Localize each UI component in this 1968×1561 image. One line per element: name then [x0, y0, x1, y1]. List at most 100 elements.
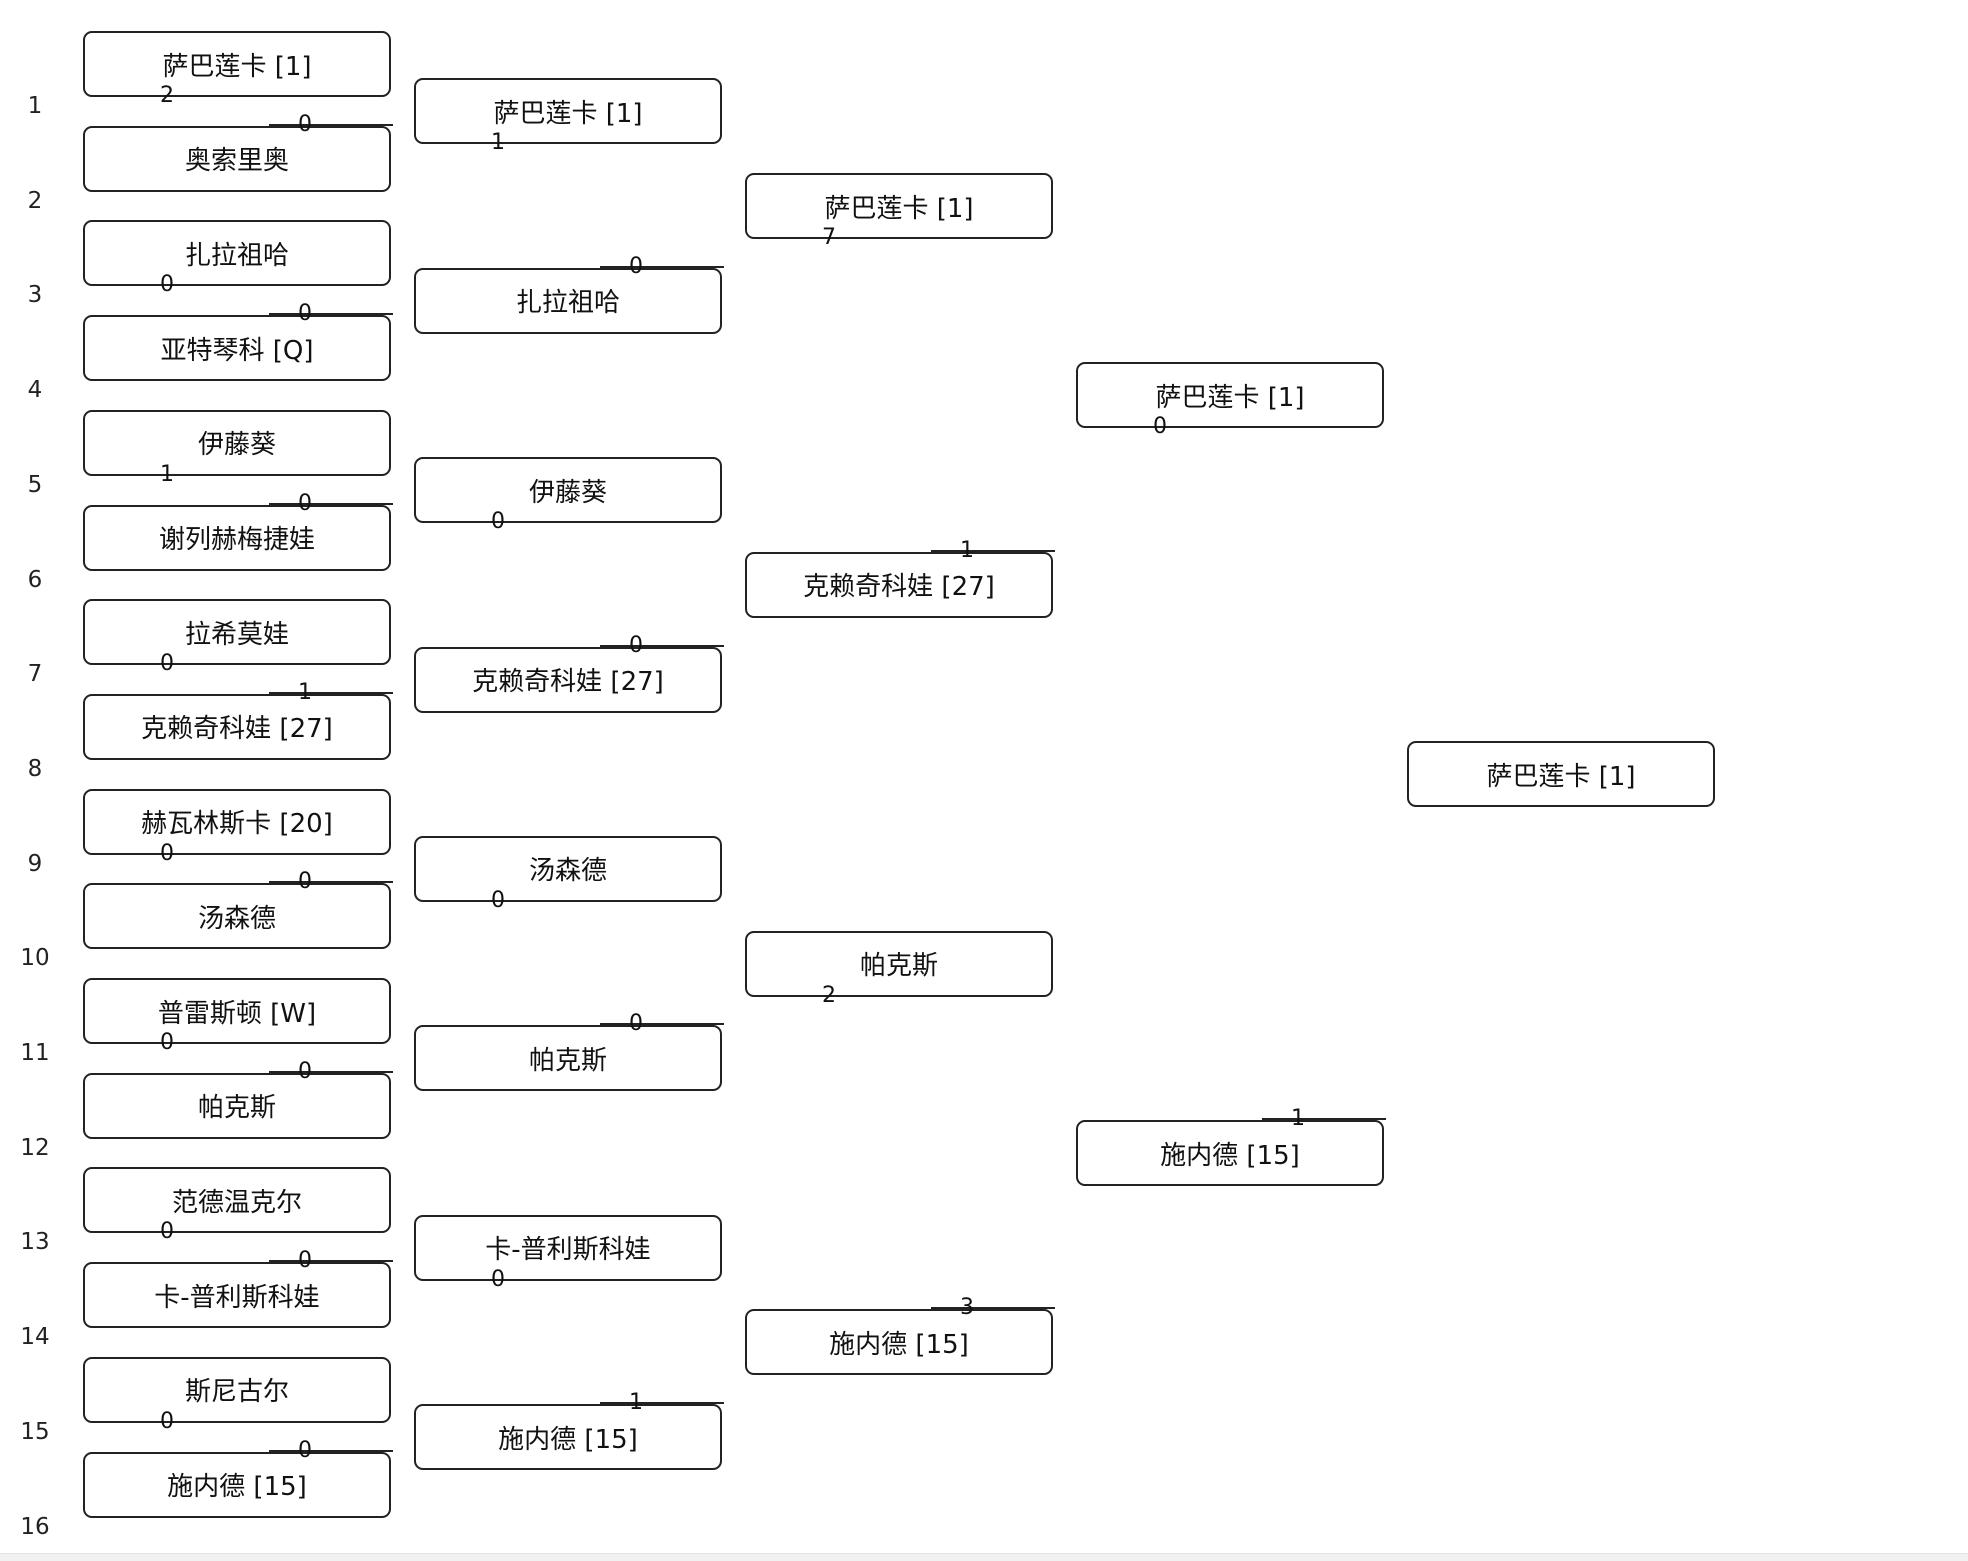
player-box: 萨巴莲卡 [1] [745, 173, 1053, 240]
player-box: 赫瓦林斯卡 [20] [83, 788, 391, 855]
player-box: 帕克斯 [83, 1072, 391, 1139]
player-box: 扎拉祖哈 [83, 220, 391, 287]
player-box: 施内德 [15] [745, 1309, 1053, 1376]
player-score: 0 [298, 1437, 312, 1463]
player-box: 施内德 [15] [1076, 1120, 1384, 1187]
score-connector-line [931, 549, 1055, 552]
score-connector-line [269, 691, 393, 694]
seed-number: 8 [27, 755, 43, 782]
player-score: 0 [629, 253, 643, 279]
score-connector-line [600, 265, 724, 268]
score-connector-line [159, 1420, 197, 1423]
player-box: 卡-普利斯科娃 [83, 1262, 391, 1329]
score-connector-line [159, 473, 197, 476]
score-connector-line [600, 644, 724, 647]
seed-number: 2 [27, 187, 43, 214]
score-connector-line [269, 123, 393, 126]
score-connector-line [821, 994, 859, 997]
player-score: 0 [160, 272, 174, 298]
player-box: 帕克斯 [414, 1025, 722, 1092]
score-connector-line [159, 852, 197, 855]
player-score: 3 [960, 1295, 974, 1321]
seed-number: 5 [27, 471, 43, 498]
score-connector-line [821, 237, 859, 240]
player-score: 0 [160, 1030, 174, 1055]
player-score: 0 [629, 632, 643, 658]
player-box: 汤森德 [414, 835, 722, 902]
player-box: 拉希莫娃 [83, 599, 391, 666]
player-box: 施内德 [15] [83, 1451, 391, 1518]
player-box: 斯尼古尔 [83, 1356, 391, 1423]
player-score: 0 [1153, 414, 1167, 440]
player-box: 奥索里奥 [83, 125, 391, 192]
seed-number: 4 [27, 377, 43, 404]
seed-number: 16 [20, 1513, 50, 1540]
seed-number: 1 [27, 93, 43, 119]
player-score: 1 [1291, 1106, 1305, 1132]
score-connector-line [490, 142, 528, 145]
seed-number: 7 [27, 661, 43, 688]
player-box: 帕克斯 [745, 930, 1053, 997]
seed-number: 11 [20, 1040, 50, 1066]
player-score: 1 [160, 461, 174, 487]
player-box: 普雷斯顿 [W] [83, 978, 391, 1044]
player-box: 施内德 [15] [414, 1404, 722, 1471]
player-box: 萨巴莲卡 [1] [83, 31, 391, 97]
score-connector-line [269, 1070, 393, 1073]
seed-number: 3 [27, 282, 43, 309]
score-connector-line [159, 95, 197, 97]
player-score: 0 [160, 840, 174, 866]
score-connector-line [490, 899, 528, 902]
score-connector-line [159, 284, 197, 287]
player-box: 萨巴莲卡 [1] [1076, 362, 1384, 429]
player-box: 亚特琴科 [Q] [83, 315, 391, 382]
score-connector-line [269, 313, 393, 316]
champion-box: 萨巴莲卡 [1] [1407, 741, 1715, 808]
score-connector-line [269, 1260, 393, 1263]
player-box: 谢列赫梅捷娃 [83, 504, 391, 571]
score-connector-line [159, 1231, 197, 1234]
player-box: 萨巴莲卡 [1] [414, 78, 722, 145]
player-score: 1 [491, 130, 505, 156]
player-score: 0 [491, 887, 505, 913]
player-score: 0 [491, 1266, 505, 1292]
player-score: 0 [298, 111, 312, 137]
player-score: 0 [491, 509, 505, 535]
player-score: 2 [160, 83, 174, 108]
player-box: 克赖奇科娃 [27] [745, 551, 1053, 618]
seed-number: 9 [27, 850, 43, 877]
window-bottom-edge [0, 1553, 1968, 1561]
player-score: 0 [298, 490, 312, 516]
player-score: 0 [298, 1248, 312, 1274]
player-box: 汤森德 [83, 883, 391, 950]
player-score: 0 [298, 1058, 312, 1084]
score-connector-line [490, 1278, 528, 1281]
score-connector-line [1152, 426, 1190, 429]
player-box: 扎拉祖哈 [414, 267, 722, 334]
player-score: 0 [160, 1219, 174, 1245]
player-score: 0 [298, 869, 312, 895]
score-connector-line [1262, 1118, 1386, 1121]
score-connector-line [269, 881, 393, 884]
player-box: 伊藤葵 [83, 409, 391, 476]
player-box: 范德温克尔 [83, 1167, 391, 1234]
score-connector-line [269, 1449, 393, 1452]
score-connector-line [269, 502, 393, 505]
seed-number: 13 [20, 1229, 50, 1256]
player-score: 0 [629, 1011, 643, 1037]
player-box: 克赖奇科娃 [27] [414, 646, 722, 713]
score-connector-line [490, 521, 528, 524]
seed-number: 6 [27, 566, 43, 593]
seed-number: 10 [20, 945, 50, 972]
player-score: 0 [160, 1408, 174, 1434]
seed-number: 14 [20, 1324, 50, 1351]
score-connector-line [600, 1023, 724, 1026]
player-score: 1 [298, 679, 312, 705]
player-score: 0 [298, 301, 312, 327]
player-score: 7 [822, 225, 836, 251]
score-connector-line [159, 1042, 197, 1044]
player-box: 克赖奇科娃 [27] [83, 693, 391, 760]
seed-number: 15 [20, 1418, 50, 1445]
player-score: 1 [960, 537, 974, 563]
